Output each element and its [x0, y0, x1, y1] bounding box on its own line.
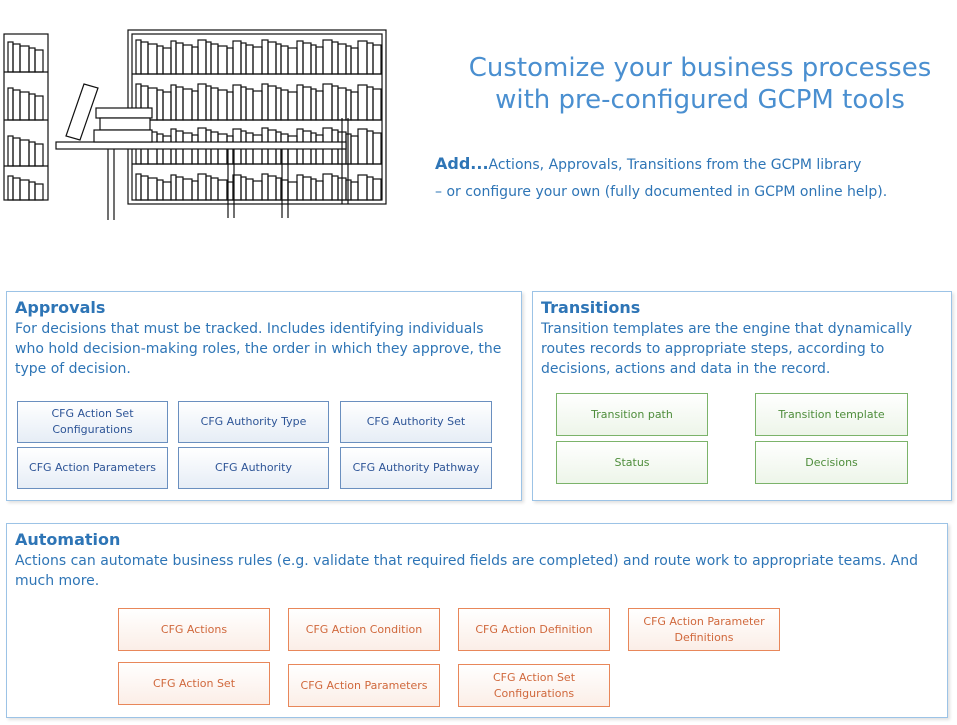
automation-item-2[interactable]: CFG Action Condition	[288, 608, 440, 651]
add-keyword: Add...	[435, 154, 489, 173]
approvals-item-5[interactable]: CFG Authority	[178, 447, 329, 489]
automation-item-4[interactable]: CFG Action Parameter Definitions	[628, 608, 780, 651]
transitions-item-4[interactable]: Decisions	[755, 441, 908, 484]
approvals-panel: Approvals For decisions that must be tra…	[6, 291, 522, 501]
transitions-item-3[interactable]: Status	[556, 441, 708, 484]
automation-item-5[interactable]: CFG Action Set	[118, 662, 270, 705]
approvals-title: Approvals	[15, 298, 106, 317]
automation-description: Actions can automate business rules (e.g…	[15, 553, 918, 589]
approvals-item-2[interactable]: CFG Authority Type	[178, 401, 329, 443]
approvals-item-1[interactable]: CFG Action Set Configurations	[17, 401, 168, 443]
transitions-panel: Transitions Transition templates are the…	[532, 291, 952, 501]
approvals-description: For decisions that must be tracked. Incl…	[15, 321, 502, 377]
automation-item-3[interactable]: CFG Action Definition	[458, 608, 610, 651]
automation-item-6[interactable]: CFG Action Parameters	[288, 664, 440, 707]
automation-item-1[interactable]: CFG Actions	[118, 608, 270, 651]
add-line-2: – or configure your own (fully documente…	[435, 184, 888, 200]
transitions-title: Transitions	[541, 298, 641, 317]
library-bookshelf-icon	[3, 29, 387, 220]
automation-title: Automation	[15, 530, 121, 549]
page-headline: Customize your business processes with p…	[450, 52, 950, 116]
headline-line-1: Customize your business processes	[468, 53, 932, 83]
add-line: Add...Actions, Approvals, Transitions fr…	[435, 154, 861, 173]
headline-line-2: with pre-configured GCPM tools	[495, 85, 905, 115]
add-text: Actions, Approvals, Transitions from the…	[488, 157, 862, 173]
automation-panel: Automation Actions can automate business…	[6, 523, 948, 718]
automation-item-7[interactable]: CFG Action Set Configurations	[458, 664, 610, 707]
transitions-item-1[interactable]: Transition path	[556, 393, 708, 436]
transitions-item-2[interactable]: Transition template	[755, 393, 908, 436]
approvals-item-6[interactable]: CFG Authority Pathway	[340, 447, 492, 489]
approvals-item-4[interactable]: CFG Action Parameters	[17, 447, 168, 489]
transitions-description: Transition templates are the engine that…	[541, 321, 913, 377]
approvals-item-3[interactable]: CFG Authority Set	[340, 401, 492, 443]
